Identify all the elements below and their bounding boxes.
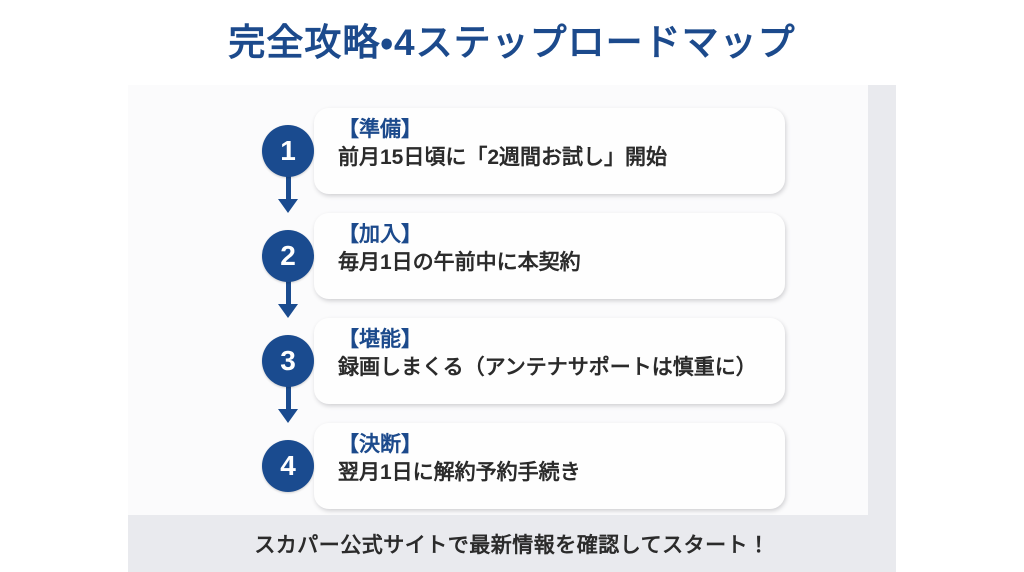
page-title: 完全攻略・4ステップロードマップ: [228, 22, 796, 63]
step-heading: 【加入】: [338, 223, 422, 246]
step-connector-line: [285, 361, 291, 417]
step-body: 翌月1日に解約予約手続き: [338, 460, 581, 484]
step-row: 【堪能】 録画しまくる（アンテナサポートは慎重に） 3: [0, 309, 1024, 423]
step-connector-arrow-icon: [278, 304, 298, 318]
step-number-badge: 1: [262, 125, 314, 177]
step-row: 【加入】 毎月1日の午前中に本契約 2: [0, 204, 1024, 318]
title-bar: 完全攻略・4ステップロードマップ: [0, 0, 1024, 85]
step-card[interactable]: 【堪能】 録画しまくる（アンテナサポートは慎重に）: [314, 318, 785, 404]
step-number-badge: 3: [262, 335, 314, 387]
step-connector-line: [285, 256, 291, 312]
footer-bar: スカパー公式サイトで最新情報を確認してスタート！: [128, 515, 896, 572]
step-row: 【決断】 翌月1日に解約予約手続き 4: [0, 414, 1024, 519]
step-body: 録画しまくる（アンテナサポートは慎重に）: [338, 355, 757, 379]
step-body: 毎月1日の午前中に本契約: [338, 250, 581, 274]
step-card[interactable]: 【決断】 翌月1日に解約予約手続き: [314, 423, 785, 509]
step-heading: 【決断】: [338, 433, 422, 456]
step-body: 前月15日頃に「2週間お試し」開始: [338, 145, 668, 169]
step-connector-arrow-icon: [278, 199, 298, 213]
step-card[interactable]: 【加入】 毎月1日の午前中に本契約: [314, 213, 785, 299]
step-number-badge: 4: [262, 440, 314, 492]
step-number-badge: 2: [262, 230, 314, 282]
step-heading: 【堪能】: [338, 328, 422, 351]
step-row: 【準備】 前月15日頃に「2週間お試し」開始 1: [0, 99, 1024, 213]
footer-cta-text: スカパー公式サイトで最新情報を確認してスタート！: [254, 533, 770, 557]
step-connector-line: [285, 151, 291, 207]
steps-list: 【準備】 前月15日頃に「2週間お試し」開始 1 【加入】 毎月1日の午前中に本…: [0, 99, 1024, 519]
step-heading: 【準備】: [338, 118, 422, 141]
step-card[interactable]: 【準備】 前月15日頃に「2週間お試し」開始: [314, 108, 785, 194]
step-connector-arrow-icon: [278, 409, 298, 423]
